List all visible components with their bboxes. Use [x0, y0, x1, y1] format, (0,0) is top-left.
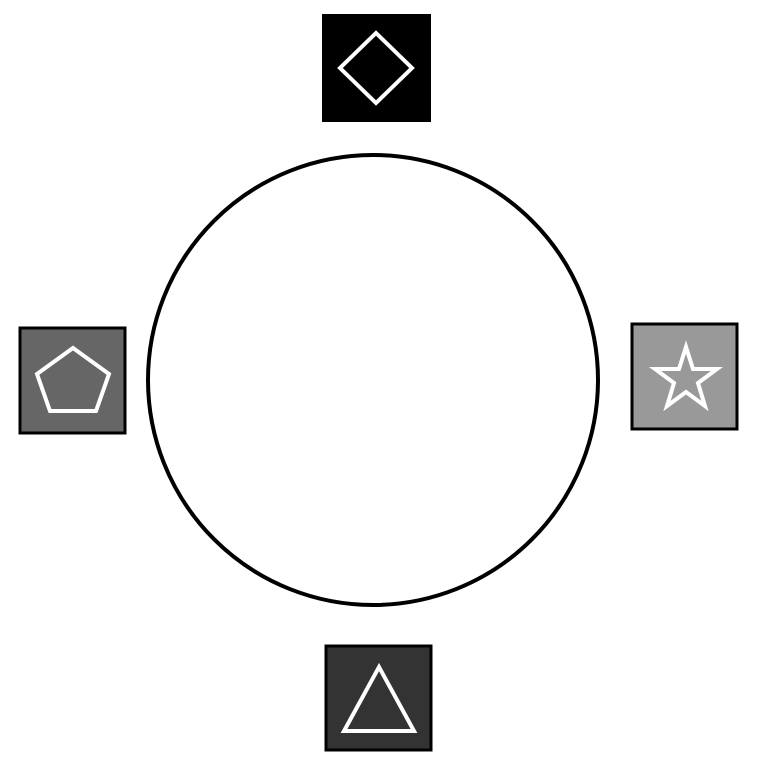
tile-left: [18, 326, 127, 435]
tile-bottom: [324, 644, 433, 752]
star-icon: [648, 340, 724, 412]
tile-bottom-background: [324, 644, 433, 752]
diamond-icon: [337, 30, 415, 106]
tile-left-background: [18, 326, 127, 435]
tile-right: [630, 322, 739, 431]
tile-right-background: [630, 322, 739, 431]
tile-top: [322, 14, 431, 122]
triangle-icon: [340, 662, 418, 733]
center-ring: [146, 153, 600, 607]
pentagon-icon: [34, 345, 112, 413]
